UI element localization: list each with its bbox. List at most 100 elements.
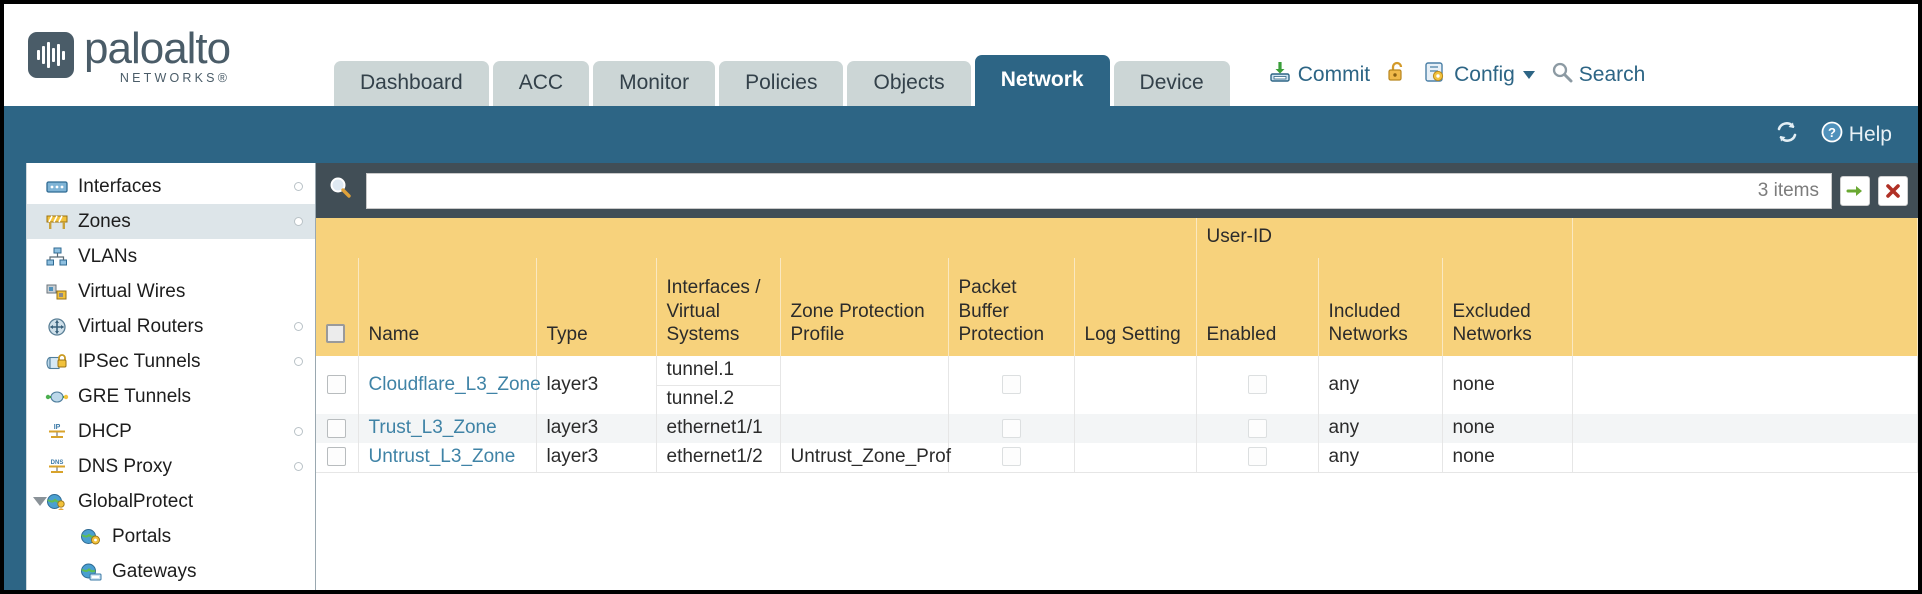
- zone-name-link[interactable]: Trust_L3_Zone: [368, 417, 497, 439]
- column-header-type[interactable]: Type: [536, 258, 657, 356]
- column-header-included-networks[interactable]: Included Networks: [1318, 258, 1443, 356]
- cell-log-setting: [1074, 356, 1197, 414]
- item-count-label: 3 items: [1757, 179, 1819, 201]
- packet-buffer-protection-checkbox[interactable]: [1001, 375, 1021, 395]
- sidebar-item-label: IPSec Tunnels: [78, 350, 201, 372]
- cell-zone-protection-profile: Untrust_Zone_Prof: [780, 443, 951, 473]
- tab-objects[interactable]: Objects: [847, 60, 971, 106]
- row-select-cell: [316, 443, 359, 473]
- virtual-wires-icon: [45, 282, 69, 302]
- config-menu[interactable]: Config: [1424, 60, 1535, 90]
- commit-button[interactable]: Commit: [1268, 60, 1370, 90]
- cell-included-networks: any: [1318, 356, 1443, 414]
- sidebar-item-gre-tunnels[interactable]: GRE Tunnels: [27, 379, 315, 414]
- tab-network[interactable]: Network: [974, 54, 1110, 106]
- cell-type: layer3: [536, 414, 657, 443]
- refresh-icon[interactable]: [1774, 119, 1800, 150]
- row-checkbox[interactable]: [327, 418, 347, 438]
- header-actions: Commit: [1268, 60, 1645, 106]
- sidebar-item-dns-proxy[interactable]: DNS DNS Proxy: [27, 449, 315, 484]
- sidebar-item-gateways[interactable]: Gateways: [27, 554, 315, 589]
- group-header-userid: User-ID: [1196, 218, 1573, 258]
- row-checkbox[interactable]: [327, 447, 347, 467]
- zones-table-container[interactable]: User-ID Name Type Interfaces / Virtual S…: [316, 218, 1918, 590]
- cell-type: layer3: [536, 356, 657, 414]
- search-field-wrapper: 3 items: [366, 172, 1832, 209]
- table-body: Cloudflare_L3_Zone layer3 tunnel.1: [316, 356, 1918, 473]
- gre-tunnels-icon: [45, 387, 69, 407]
- cell-packet-buffer-protection: [948, 443, 1075, 473]
- userid-enabled-checkbox[interactable]: [1247, 447, 1267, 467]
- sidebar-item-label: DHCP: [78, 420, 132, 442]
- svg-text:IP: IP: [54, 424, 61, 431]
- top-header-bar: paloalto NETWORKS® Dashboard ACC Monitor…: [4, 4, 1918, 106]
- sidebar-item-label: Zones: [78, 210, 131, 232]
- magnifier-icon: [1551, 61, 1573, 89]
- column-header-packet-buffer-protection[interactable]: Packet Buffer Protection: [948, 258, 1075, 356]
- cell-name: Untrust_L3_Zone: [358, 443, 537, 473]
- tab-policies[interactable]: Policies: [719, 60, 844, 106]
- help-link[interactable]: ? Help: [1820, 120, 1892, 150]
- tab-device[interactable]: Device: [1113, 60, 1230, 106]
- table-row[interactable]: Untrust_L3_Zone layer3 ethernet1/2 Untru…: [316, 443, 1918, 473]
- row-checkbox[interactable]: [327, 375, 347, 395]
- search-button[interactable]: Search: [1551, 61, 1645, 89]
- sidebar-item-ipsec-tunnels[interactable]: IPSec Tunnels: [27, 344, 315, 379]
- column-header-interfaces[interactable]: Interfaces / Virtual Systems: [656, 258, 781, 356]
- tab-acc[interactable]: ACC: [492, 60, 590, 106]
- sidebar-item-interfaces[interactable]: Interfaces: [27, 169, 315, 204]
- zone-name-link[interactable]: Untrust_L3_Zone: [368, 445, 516, 467]
- sidebar-item-vlans[interactable]: VLANs: [27, 239, 315, 274]
- table-row[interactable]: Cloudflare_L3_Zone layer3 tunnel.1: [316, 356, 1918, 414]
- group-header-pad: [1572, 218, 1918, 258]
- commit-save-icon: [1268, 60, 1292, 90]
- config-label: Config: [1454, 63, 1515, 86]
- sidebar-item-portals[interactable]: Portals: [27, 519, 315, 554]
- column-header-name[interactable]: Name: [358, 258, 537, 356]
- userid-enabled-checkbox[interactable]: [1247, 418, 1267, 438]
- sidebar-item-dhcp[interactable]: IP DHCP: [27, 414, 315, 449]
- sidebar-item-globalprotect[interactable]: GlobalProtect: [27, 484, 315, 519]
- select-all-checkbox[interactable]: [326, 324, 345, 344]
- status-dot: [294, 322, 303, 331]
- column-header-log-setting[interactable]: Log Setting: [1074, 258, 1197, 356]
- column-header-zone-protection-profile[interactable]: Zone Protection Profile: [780, 258, 949, 356]
- svg-text:?: ?: [1828, 125, 1836, 140]
- column-header-excluded-networks[interactable]: Excluded Networks: [1442, 258, 1573, 356]
- padlock-open-icon: [1386, 60, 1408, 90]
- chevron-down-icon[interactable]: [33, 497, 47, 506]
- chevron-down-icon: [1522, 71, 1535, 79]
- zones-table: User-ID Name Type Interfaces / Virtual S…: [316, 218, 1918, 473]
- lock-button[interactable]: [1386, 60, 1408, 90]
- cell-excluded-networks: none: [1442, 414, 1573, 443]
- select-all-header: [316, 258, 359, 356]
- cell-name: Cloudflare_L3_Zone: [358, 356, 541, 414]
- cell-type: layer3: [536, 443, 657, 473]
- group-header-spacer: [316, 218, 1197, 258]
- sidebar-item-virtual-routers[interactable]: Virtual Routers: [27, 309, 315, 344]
- status-dot: [294, 357, 303, 366]
- column-header-userid-enabled[interactable]: Enabled: [1196, 258, 1319, 356]
- packet-buffer-protection-checkbox[interactable]: [1001, 447, 1021, 467]
- search-input[interactable]: [367, 173, 1752, 208]
- cell-userid-enabled: [1196, 443, 1319, 473]
- sidebar-item-virtual-wires[interactable]: Virtual Wires: [27, 274, 315, 309]
- table-row-continuation[interactable]: tunnel.2: [316, 384, 1918, 414]
- paloalto-logo-icon: [28, 32, 74, 79]
- tab-dashboard[interactable]: Dashboard: [334, 60, 489, 106]
- magnifier-icon[interactable]: [324, 175, 358, 206]
- filter-toolbar: 3 items: [316, 163, 1918, 218]
- clear-filter-button[interactable]: [1878, 175, 1908, 206]
- apply-filter-button[interactable]: [1840, 175, 1870, 206]
- zone-name-link[interactable]: Cloudflare_L3_Zone: [368, 373, 541, 395]
- body-area: Interfaces Zones VLANs Vir: [4, 163, 1918, 590]
- cell-pad: [1572, 414, 1918, 443]
- row-select-cell: [316, 414, 359, 443]
- packet-buffer-protection-checkbox[interactable]: [1001, 418, 1021, 438]
- userid-enabled-checkbox[interactable]: [1247, 375, 1267, 395]
- sidebar-item-zones[interactable]: Zones: [27, 204, 315, 239]
- status-dot: [294, 462, 303, 471]
- table-row[interactable]: Trust_L3_Zone layer3 ethernet1/1: [316, 414, 1918, 443]
- tab-monitor[interactable]: Monitor: [593, 60, 716, 106]
